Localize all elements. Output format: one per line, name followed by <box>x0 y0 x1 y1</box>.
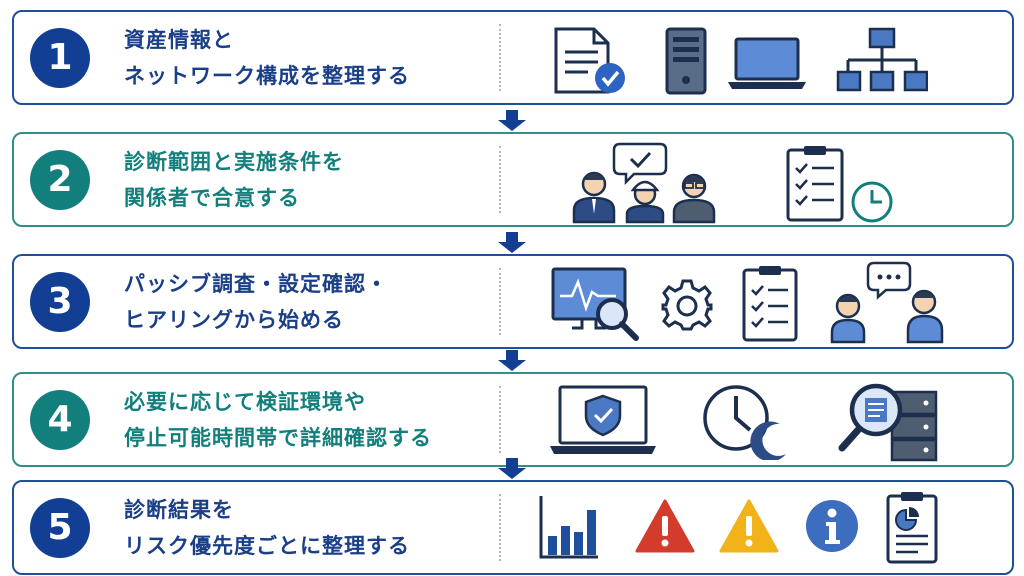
step-icons <box>514 12 1014 103</box>
step-number: 2 <box>30 149 90 210</box>
report-clipboard-icon <box>886 492 938 564</box>
stakeholders-agreement-icon <box>572 142 716 224</box>
divider <box>499 146 501 213</box>
bar-chart-icon <box>539 496 598 559</box>
step-number: 1 <box>30 27 90 88</box>
step-3: 3 パッシブ調査・設定確認・ ヒアリングから始める <box>12 254 1014 349</box>
step-icons <box>514 374 1014 465</box>
step-number: 3 <box>30 271 90 332</box>
laptop-shield-icon <box>550 385 656 454</box>
step-2: 2 診断範囲と実施条件を 関係者で合意する <box>12 132 1014 227</box>
network-hierarchy-icon <box>836 27 928 92</box>
clock-moon-icon <box>703 385 786 460</box>
step-icons <box>514 482 1014 573</box>
step-text: 診断範囲と実施条件を 関係者で合意する <box>124 149 344 210</box>
laptop-icon <box>728 37 806 89</box>
step-4: 4 必要に応じて検証環境や 停止可能時間帯で詳細確認する <box>12 372 1014 467</box>
checklist-icon <box>742 266 798 342</box>
document-check-icon <box>554 27 625 94</box>
step-text: 診断結果を リスク優先度ごとに整理する <box>124 497 410 558</box>
magnifier-server-icon <box>838 383 938 462</box>
divider <box>499 268 501 335</box>
interview-icon <box>830 261 944 344</box>
divider <box>499 24 501 91</box>
step-1: 1 資産情報と ネットワーク構成を整理する <box>12 10 1014 105</box>
step-number: 4 <box>30 389 90 450</box>
step-5: 5 診断結果を リスク優先度ごとに整理する <box>12 480 1014 575</box>
step-icons <box>514 256 1014 347</box>
info-icon <box>806 500 858 552</box>
server-tower-icon <box>665 27 707 95</box>
monitor-magnifier-icon <box>551 267 639 341</box>
step-icons <box>514 134 1014 225</box>
flow-arrow-icon <box>498 350 526 371</box>
checklist-clock-icon <box>786 146 893 223</box>
flow-arrow-icon <box>498 232 526 253</box>
warning-yellow-icon <box>719 499 779 553</box>
step-text: 資産情報と ネットワーク構成を整理する <box>124 27 410 88</box>
step-number: 5 <box>30 497 90 558</box>
divider <box>499 494 501 561</box>
divider <box>499 386 501 453</box>
step-text: 必要に応じて検証環境や 停止可能時間帯で詳細確認する <box>124 389 432 450</box>
step-text: パッシブ調査・設定確認・ ヒアリングから始める <box>124 271 388 332</box>
flow-arrow-icon <box>498 110 526 131</box>
gear-icon <box>661 279 713 331</box>
warning-red-icon <box>635 499 695 553</box>
flow-arrow-icon <box>498 458 526 479</box>
